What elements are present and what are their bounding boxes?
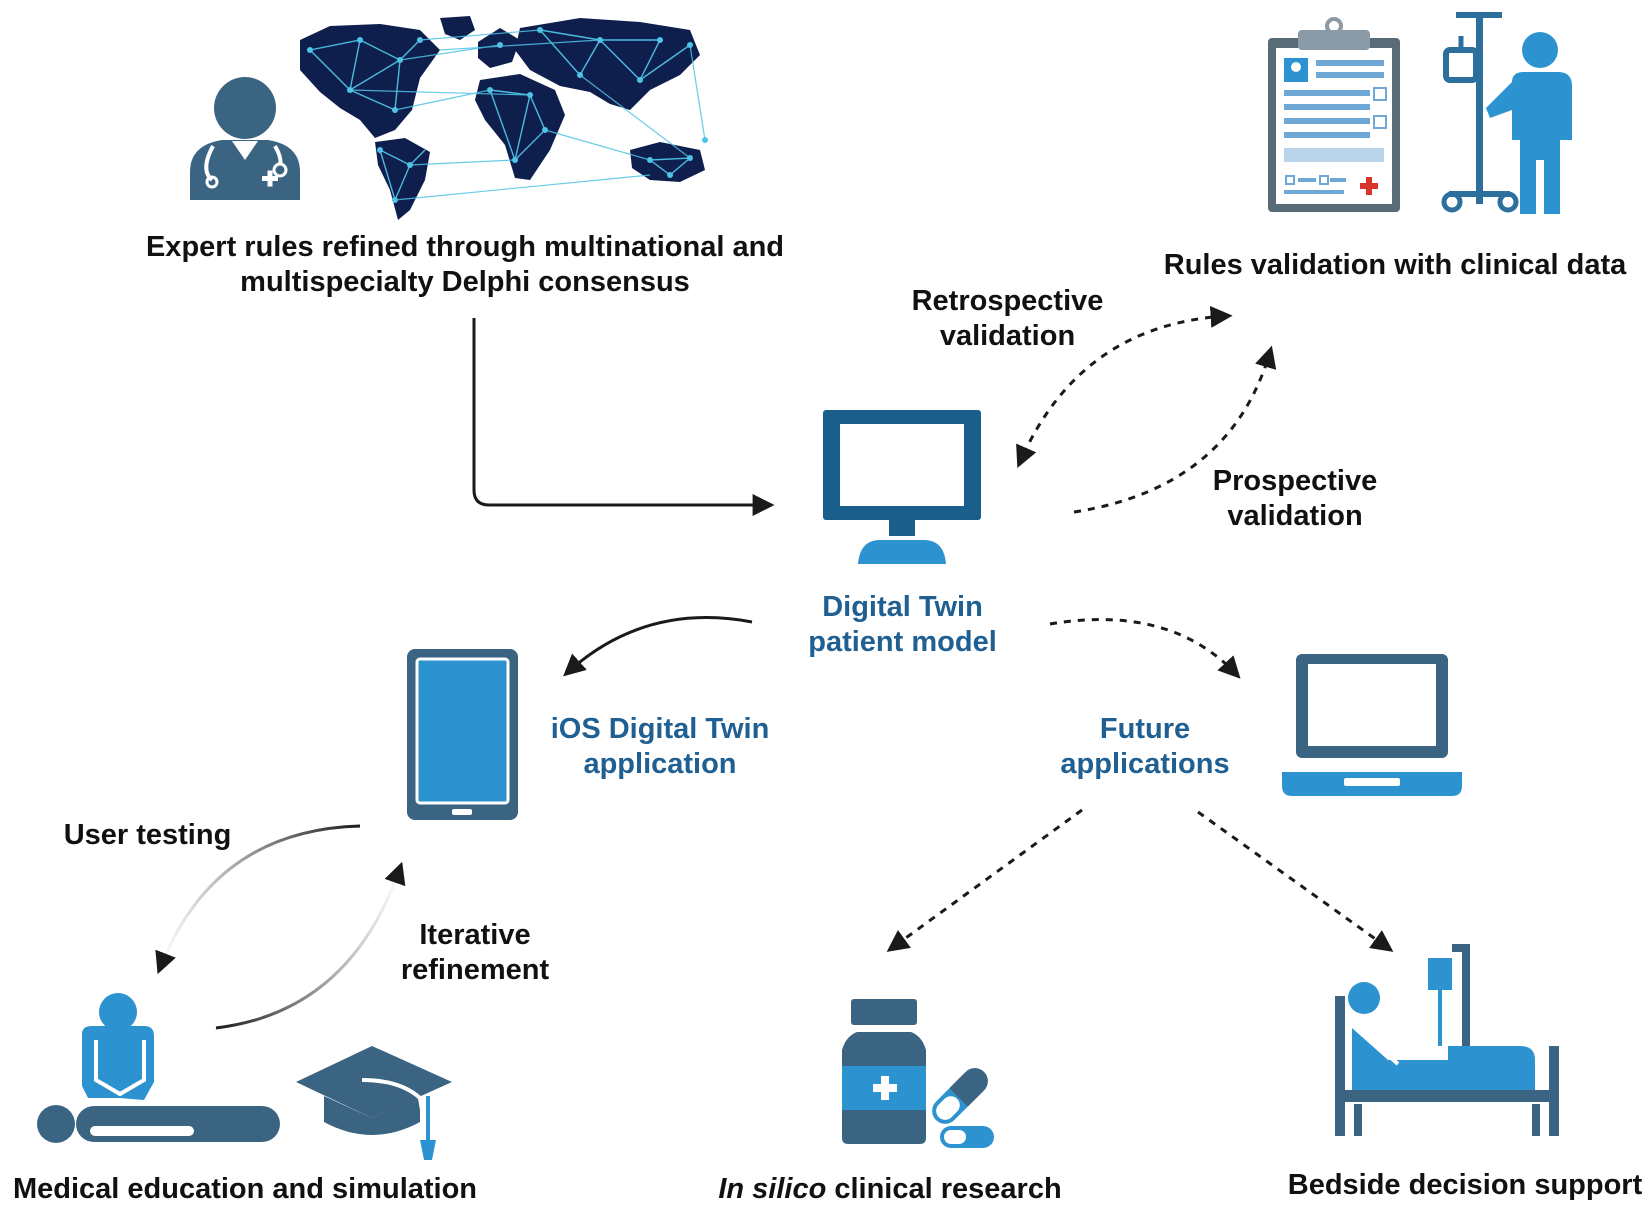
medicine-bottle-icon [842,999,926,1144]
arrow-model-to-ios [563,616,753,677]
medical-education-label: Medical education and simulation [12,1173,478,1205]
ios-app-label: iOS Digital Twin application [550,713,770,780]
world-network-map-icon [300,16,708,220]
user-testing-label: User testing [63,819,232,851]
in-silico-italic: In silico [718,1173,827,1205]
arrow-expert-to-model [472,318,775,516]
graduation-cap-icon [296,1046,452,1160]
bedside-decision-label: Bedside decision support [1287,1169,1643,1201]
clipboard-chart-icon [1268,17,1400,212]
arrow-iterative-refinement [215,861,406,1030]
in-silico-rest: clinical research [826,1173,1062,1205]
pill-capsule-icon [932,1068,994,1148]
doctor-icon [190,77,300,200]
expert-rules-label: Expert rules refined through multination… [145,231,785,298]
arrow-future-to-bedside [1197,810,1394,952]
iv-patient-icon [1441,12,1572,214]
retrospective-validation-label: Retrospective validation [911,285,1104,352]
tablet-icon [407,649,518,820]
digital-twin-label: Digital Twin patient model [808,591,997,658]
hospital-bed-icon [1335,944,1559,1136]
in-silico-label: In silico clinical research [700,1172,1080,1207]
rules-validation-label: Rules validation with clinical data [1163,249,1627,281]
desktop-monitor-icon [823,410,981,564]
cpr-training-icon [37,993,280,1143]
arrow-retrospective-validation [1016,305,1233,469]
prospective-validation-label: Prospective validation [1212,465,1378,532]
arrow-model-to-future [1049,618,1241,679]
future-applications-label: Future applications [1060,713,1230,780]
arrow-future-to-insilico [886,808,1083,952]
arrow-user-testing [155,824,361,975]
laptop-icon [1282,654,1462,796]
iterative-refinement-label: Iterative refinement [400,919,550,986]
